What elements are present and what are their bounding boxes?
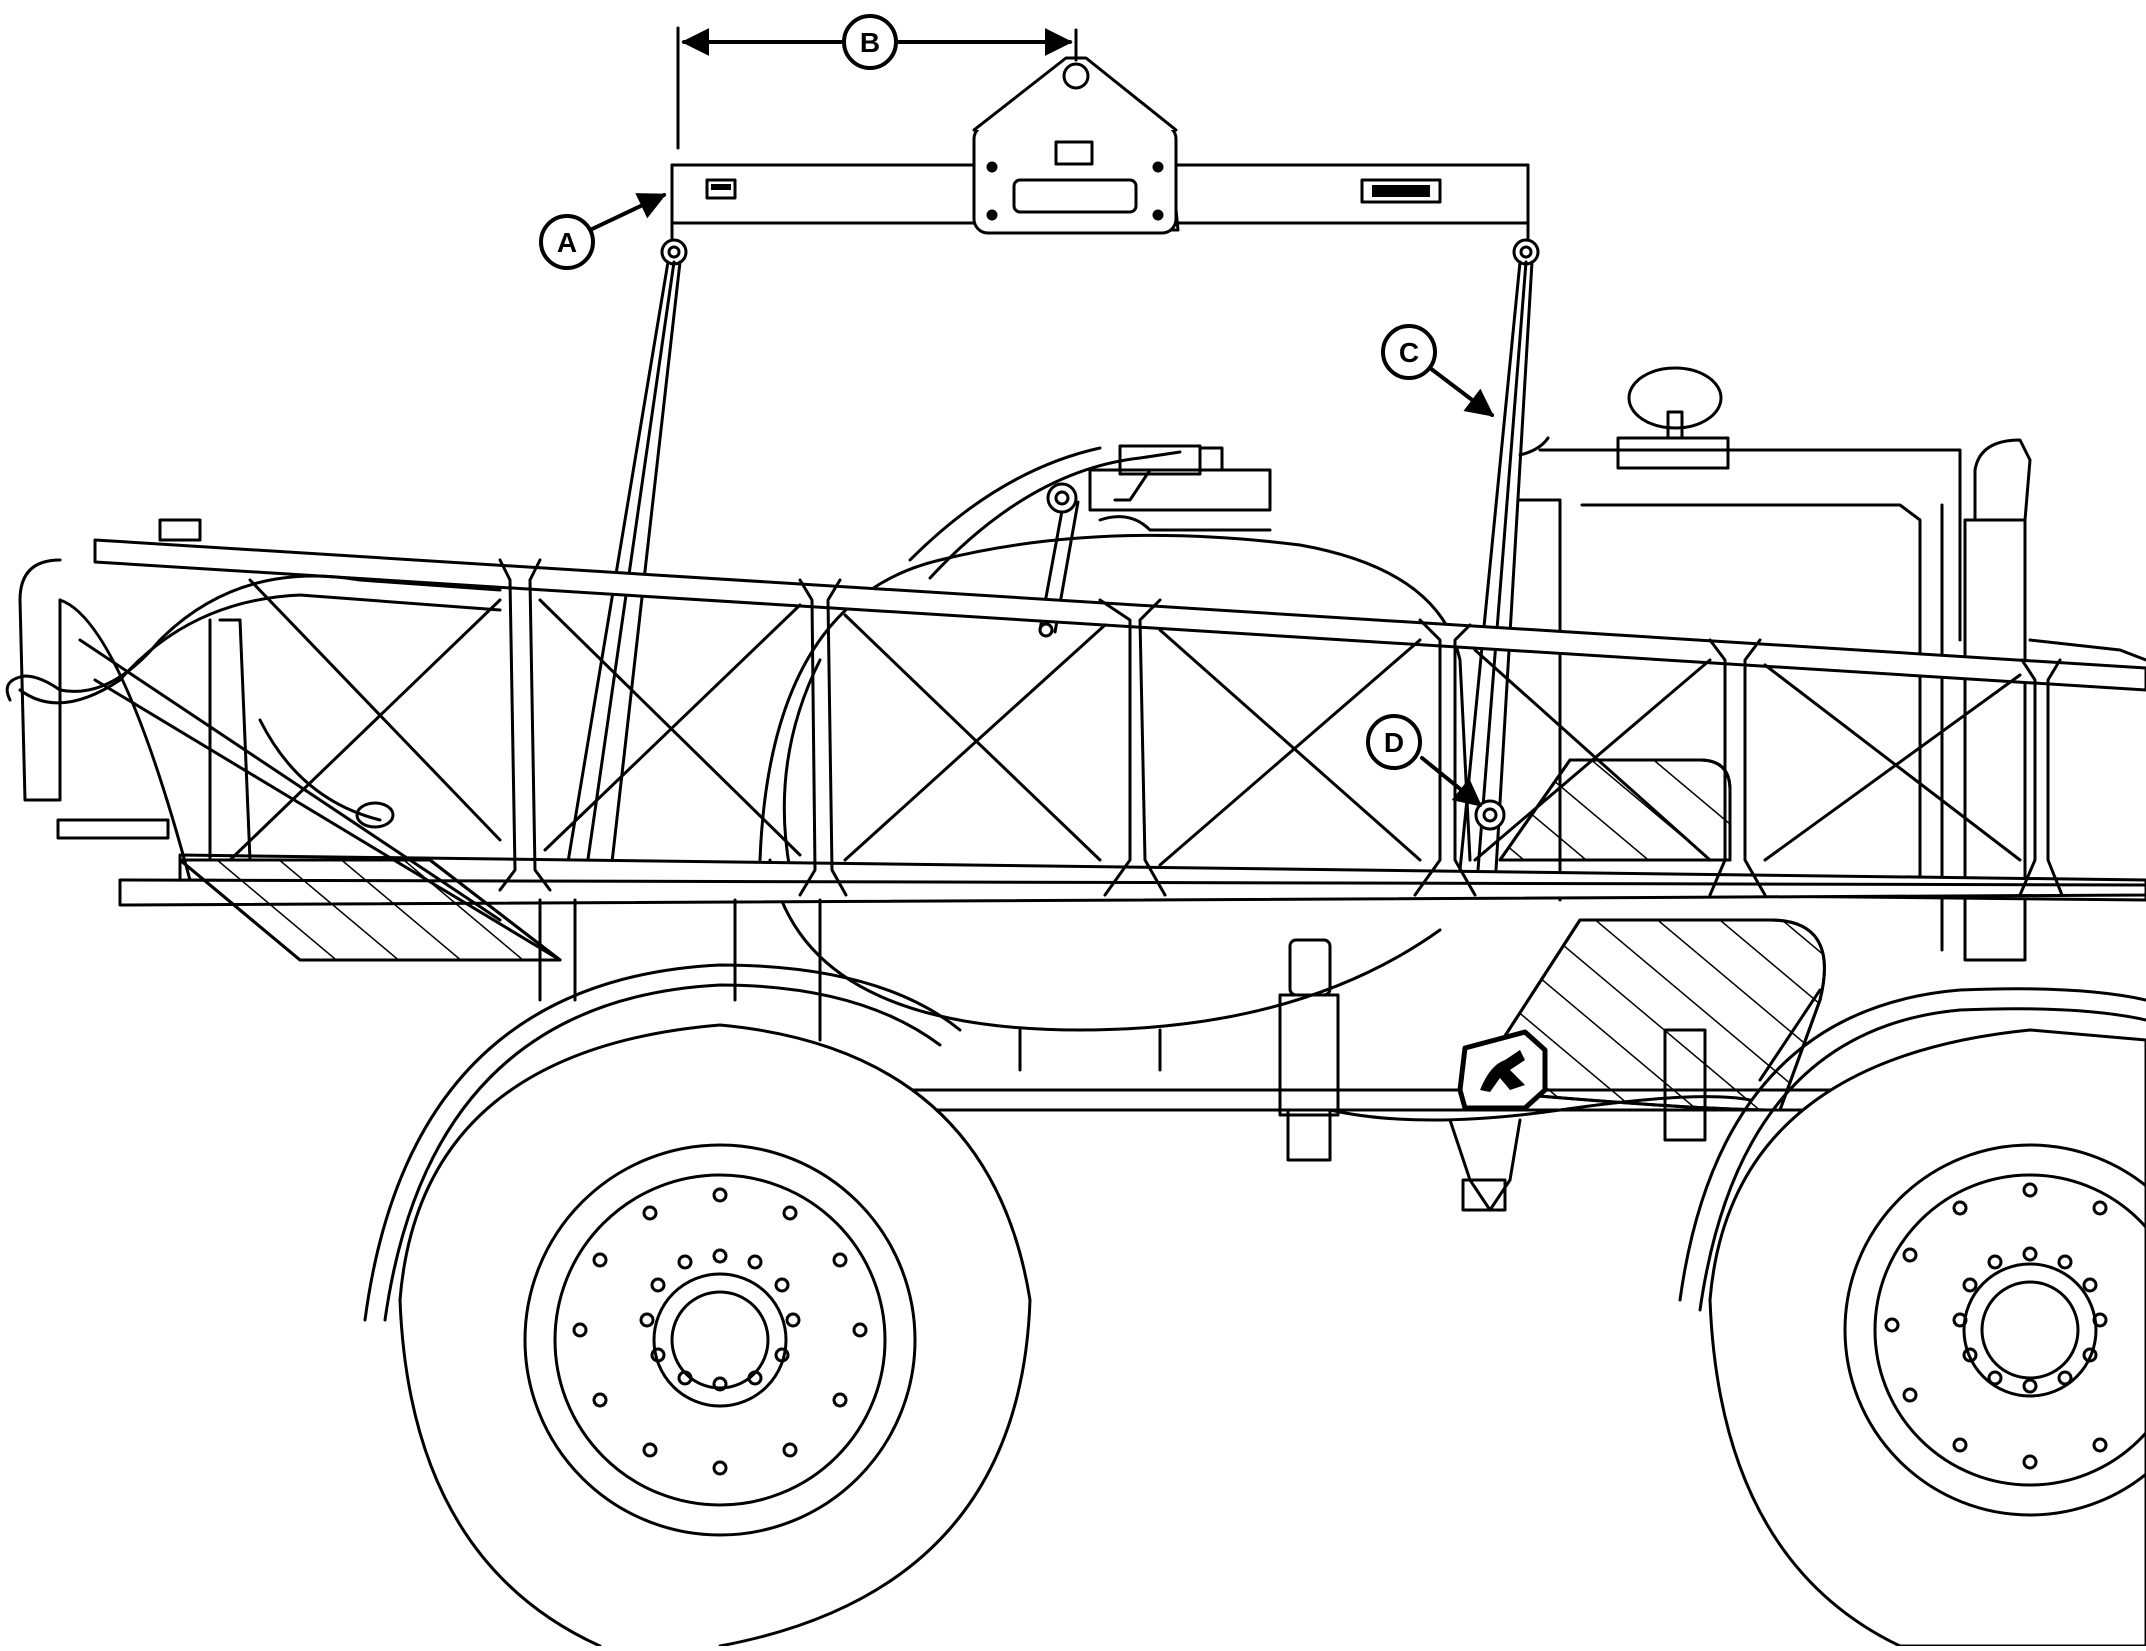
boom-truss	[58, 558, 2064, 962]
callout-d: D	[1366, 714, 1422, 770]
callout-c-label: C	[1399, 337, 1419, 368]
wheel-right-bolts	[1884, 1182, 2108, 1470]
callout-b-label: B	[860, 27, 880, 58]
callout-b: B	[842, 14, 898, 70]
boom-end-left	[5, 518, 502, 862]
callout-c: C	[1381, 324, 1437, 380]
spreader-beam	[660, 56, 1540, 266]
wheel-right	[1708, 1028, 2146, 1648]
wheel-left	[398, 1023, 1032, 1648]
callout-leaders	[588, 193, 1495, 807]
wheel-left-bolts	[572, 1187, 868, 1476]
john-deere-logo	[1457, 1029, 1548, 1111]
fenders	[363, 963, 2146, 1322]
engine-compartment	[1518, 366, 2146, 962]
callout-a: A	[539, 214, 595, 270]
callout-a-label: A	[557, 227, 577, 258]
tie-down-point	[1474, 799, 1506, 831]
spray-tank	[758, 444, 1472, 1072]
callout-d-label: D	[1384, 727, 1404, 758]
hatched-panels	[178, 758, 1826, 1112]
